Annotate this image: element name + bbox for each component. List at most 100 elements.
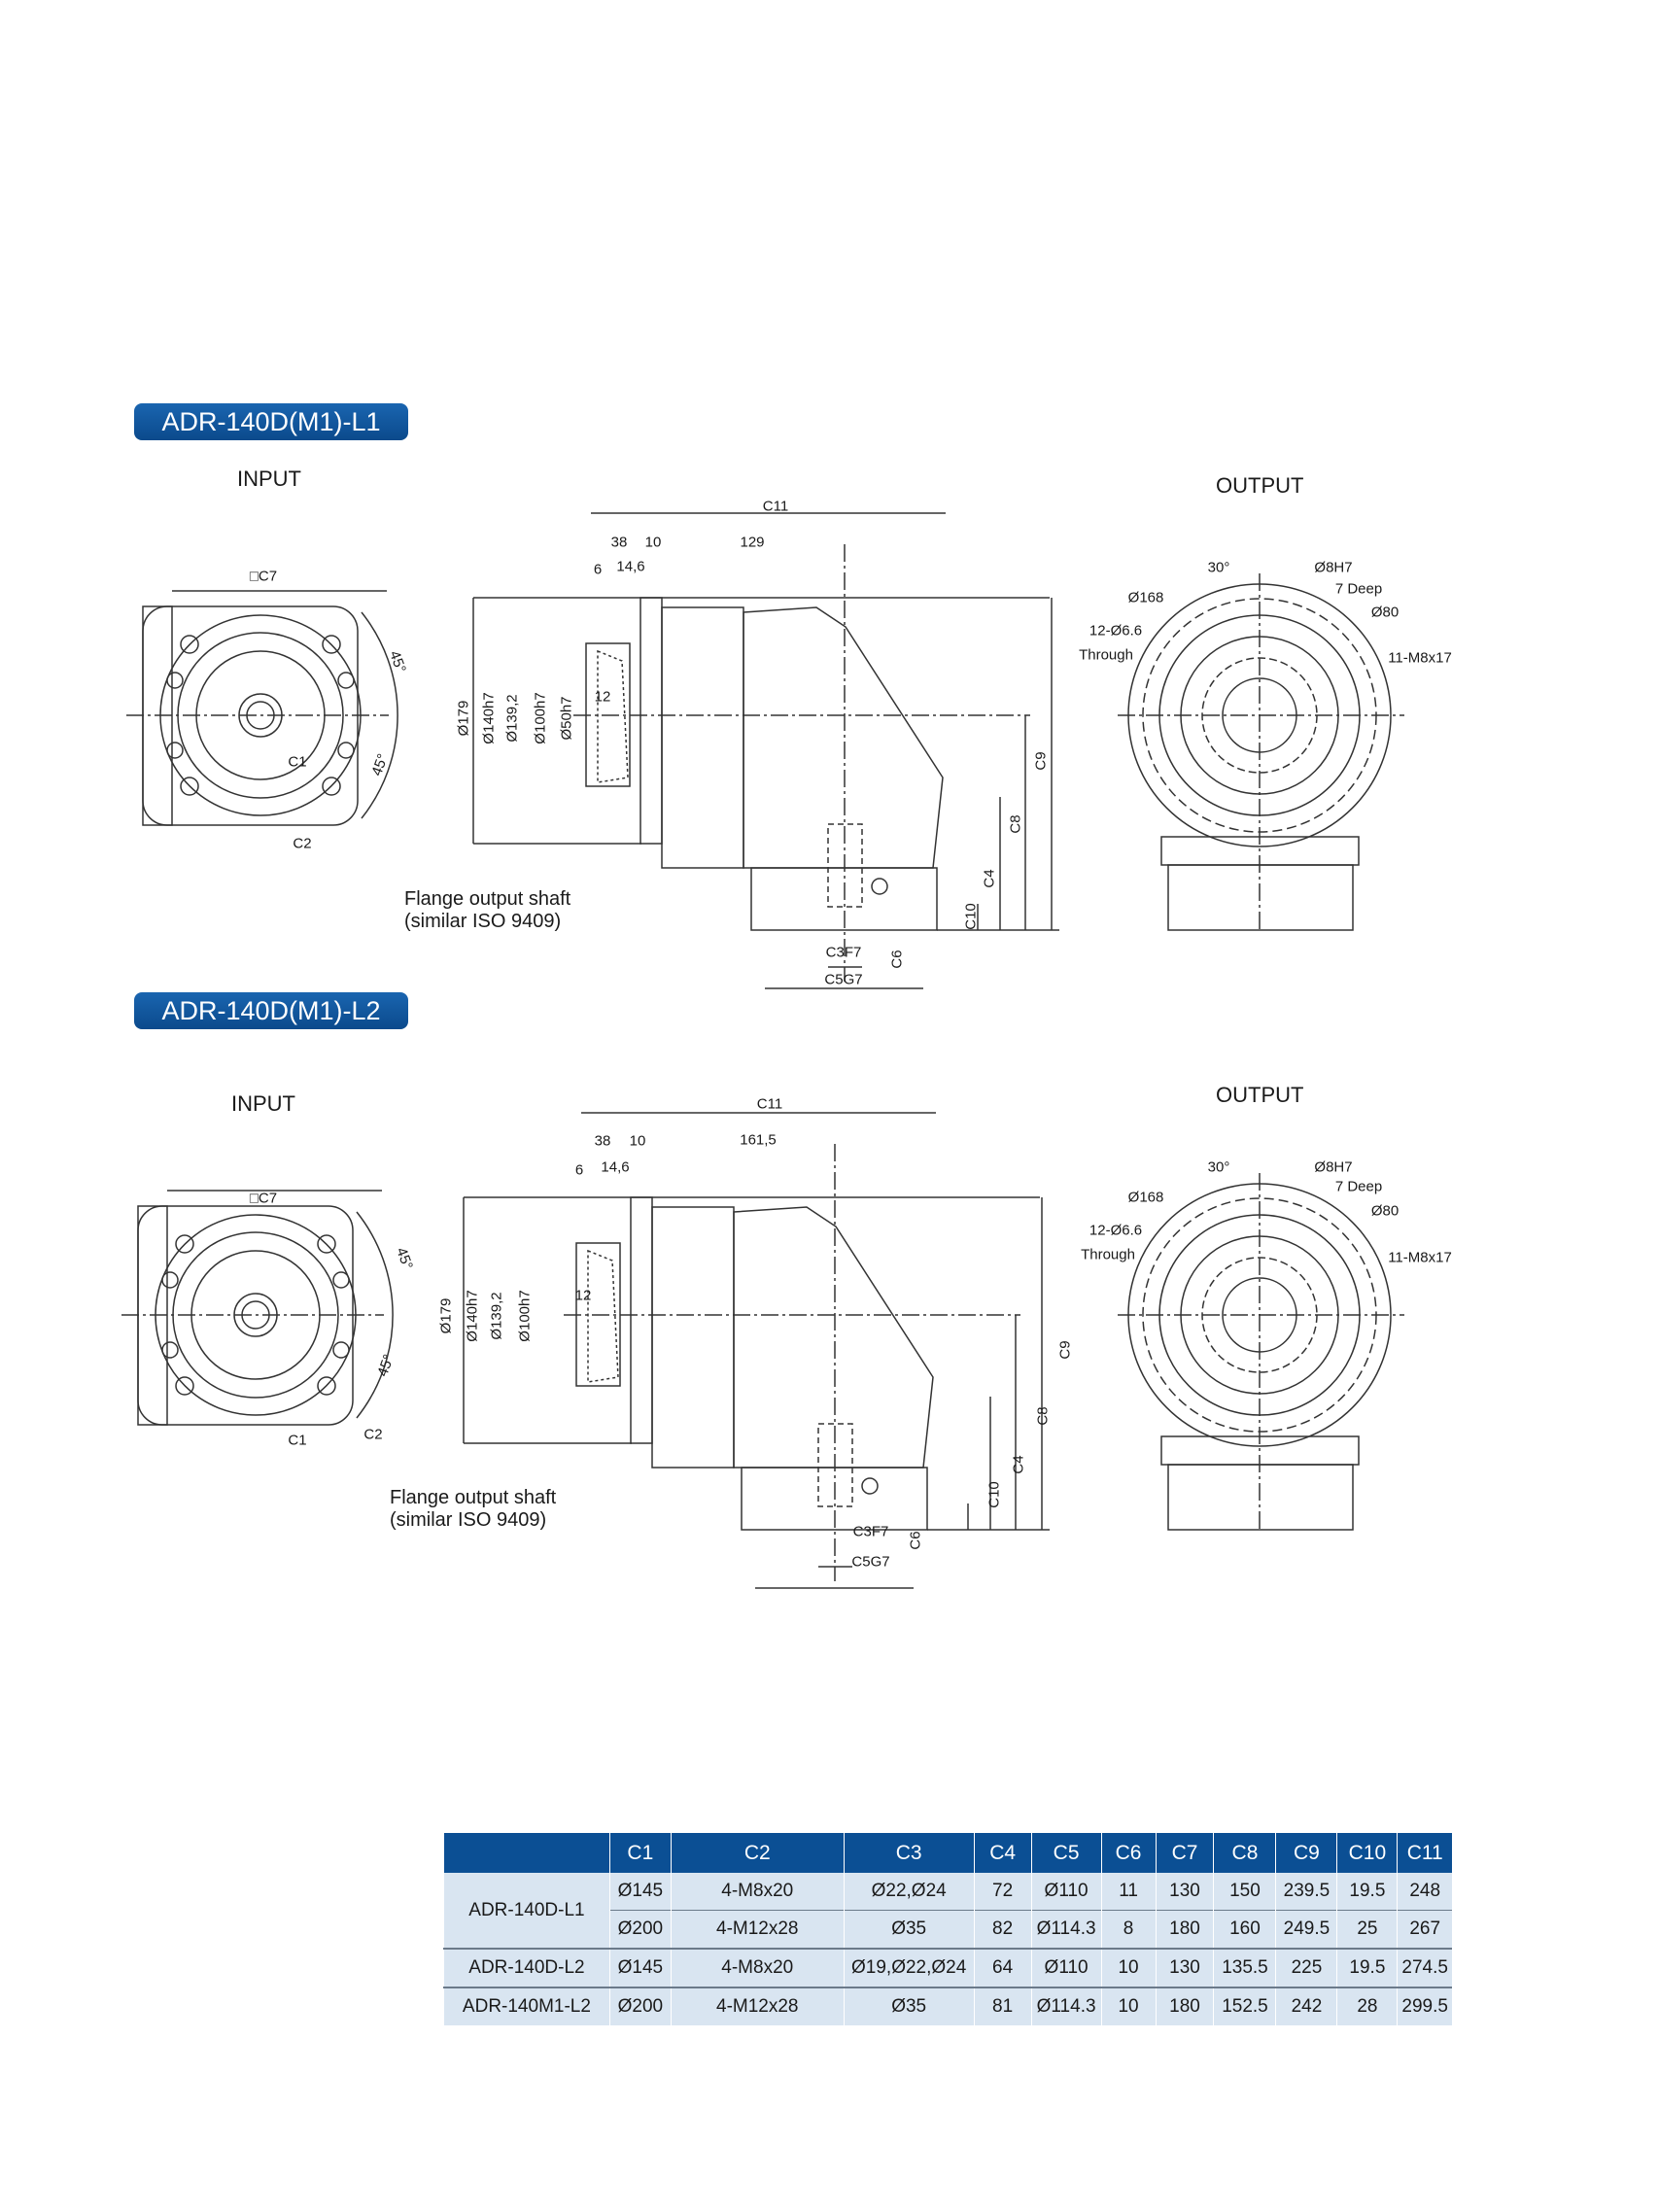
- dim-label: □C7: [249, 568, 278, 585]
- table-cell: 25: [1336, 1910, 1398, 1949]
- dim-label: 10: [629, 1132, 646, 1150]
- dim-label: 12: [574, 1287, 592, 1304]
- dim-label: 12-Ø6.6: [1089, 1222, 1143, 1239]
- table-cell: 225: [1275, 1948, 1337, 1987]
- table-cell: Ø19,Ø22,Ø24: [843, 1948, 975, 1987]
- table-cell: Ø200: [608, 1910, 672, 1949]
- table-cell: 28: [1336, 1987, 1398, 2025]
- table-cell: 4-M12x28: [670, 1910, 845, 1949]
- dim-label: C8: [1007, 814, 1024, 834]
- dim-label: Ø8H7: [1314, 1158, 1353, 1176]
- dim-label: 38: [594, 1132, 611, 1150]
- table-cell: 274.5: [1397, 1948, 1452, 1987]
- header-cell: C8: [1213, 1833, 1276, 1873]
- dim-label: Through: [1081, 1246, 1135, 1263]
- dim-label: 11-M8x17: [1388, 649, 1452, 667]
- header-cell: C4: [973, 1833, 1032, 1873]
- spec-table: C1 C2 C3 C4 C5 C6 C7 C8 C9 C10 C11 ADR-1…: [443, 1833, 1452, 2025]
- flange-note-iso: (similar ISO 9409): [404, 911, 562, 932]
- output-view-l2: [1117, 1172, 1405, 1534]
- dim-label: C3F7: [825, 944, 862, 961]
- dim-label: Ø140h7: [464, 1290, 481, 1342]
- dim-label: C9: [1032, 751, 1050, 771]
- model-cell: ADR-140D-L1: [443, 1873, 610, 1949]
- dim-label: 11-M8x17: [1388, 1249, 1452, 1266]
- dim-label: 12: [594, 688, 611, 706]
- table-cell: 130: [1155, 1948, 1214, 1987]
- dim-label: Ø168: [1127, 589, 1164, 606]
- dim-label: 30°: [1207, 1158, 1230, 1176]
- dim-label: C10: [962, 903, 980, 930]
- dim-label: C1: [288, 753, 307, 771]
- header-cell: C1: [608, 1833, 672, 1873]
- dim-label: Ø179: [437, 1297, 455, 1334]
- section-title-l2: ADR-140D(M1)-L2: [134, 992, 408, 1029]
- model-cell: ADR-140M1-L2: [443, 1987, 610, 2025]
- table-cell: 180: [1155, 1987, 1214, 2025]
- header-cell: C11: [1397, 1833, 1452, 1873]
- dim-label: C10: [985, 1481, 1003, 1508]
- table-cell: Ø110: [1030, 1948, 1102, 1987]
- table-cell: 135.5: [1213, 1948, 1276, 1987]
- dim-label: 6: [574, 1161, 584, 1179]
- table-cell: 180: [1155, 1910, 1214, 1949]
- table-cell: 249.5: [1275, 1910, 1337, 1949]
- dim-label: C6: [907, 1531, 924, 1550]
- dim-label: C8: [1034, 1406, 1052, 1426]
- table-cell: Ø145: [608, 1873, 672, 1911]
- table-row: ADR-140D-L1 Ø145 4-M8x20 Ø22,Ø24 72 Ø110…: [443, 1873, 1452, 1949]
- table-cell: 4-M12x28: [670, 1987, 845, 2025]
- dim-label: Ø100h7: [532, 692, 549, 744]
- table-cell: 10: [1100, 1987, 1157, 2025]
- header-cell: C3: [843, 1833, 975, 1873]
- table-row: Ø200 4-M12x28 Ø35 82 Ø114.3 8 180 160 24…: [444, 1910, 1452, 1949]
- dim-label: 161,5: [740, 1131, 777, 1149]
- dim-label: C5G7: [824, 971, 863, 988]
- output-label: OUTPUT: [1216, 473, 1304, 498]
- table-header: C1 C2 C3 C4 C5 C6 C7 C8 C9 C10 C11: [443, 1833, 1452, 1873]
- table-cell: 64: [973, 1948, 1032, 1987]
- header-cell: C7: [1155, 1833, 1214, 1873]
- table-cell: Ø35: [843, 1910, 975, 1949]
- flange-note: Flange output shaft: [390, 1487, 557, 1508]
- dim-label: 129: [740, 534, 765, 551]
- dim-label: Ø100h7: [516, 1290, 534, 1342]
- flange-note-iso: (similar ISO 9409): [390, 1509, 547, 1531]
- dim-label: C2: [293, 835, 312, 852]
- table-cell: 130: [1155, 1873, 1214, 1911]
- dim-label: Ø50h7: [558, 696, 575, 741]
- output-label: OUTPUT: [1216, 1083, 1304, 1107]
- dim-label: Ø80: [1370, 604, 1400, 621]
- dim-label: C1: [288, 1432, 307, 1449]
- dim-label: 14,6: [616, 558, 645, 575]
- table-cell: 72: [973, 1873, 1032, 1911]
- table-cell: 10: [1100, 1948, 1157, 1987]
- dim-label: Ø168: [1127, 1189, 1164, 1206]
- table-cell: 81: [973, 1987, 1032, 2025]
- input-view-l1: [125, 590, 398, 826]
- table-cell: Ø145: [608, 1948, 672, 1987]
- header-cell: C5: [1030, 1833, 1102, 1873]
- table-cell: 19.5: [1336, 1873, 1398, 1911]
- table-cell: Ø110: [1030, 1873, 1102, 1911]
- dim-label: □C7: [249, 1190, 278, 1207]
- table-cell: Ø35: [843, 1987, 975, 2025]
- table-cell: 267: [1397, 1910, 1452, 1949]
- dim-label: Ø140h7: [480, 692, 498, 744]
- dim-label: C4: [1010, 1455, 1027, 1474]
- dim-label: C5G7: [851, 1553, 890, 1571]
- table-cell: 19.5: [1336, 1948, 1398, 1987]
- dim-label: C11: [756, 1095, 783, 1113]
- table-cell: 160: [1213, 1910, 1276, 1949]
- dim-label: C3F7: [852, 1523, 889, 1540]
- dim-label: Ø8H7: [1314, 559, 1353, 576]
- table-cell: 152.5: [1213, 1987, 1276, 2025]
- dim-label: Ø80: [1370, 1202, 1400, 1220]
- header-cell: [443, 1833, 610, 1873]
- model-cell: ADR-140D-L2: [443, 1948, 610, 1987]
- table-cell: 4-M8x20: [670, 1948, 845, 1987]
- table-cell: 11: [1100, 1873, 1157, 1911]
- dim-label: Ø139,2: [503, 694, 521, 743]
- dim-label: Ø179: [455, 700, 472, 737]
- table-cell: Ø22,Ø24: [843, 1873, 975, 1911]
